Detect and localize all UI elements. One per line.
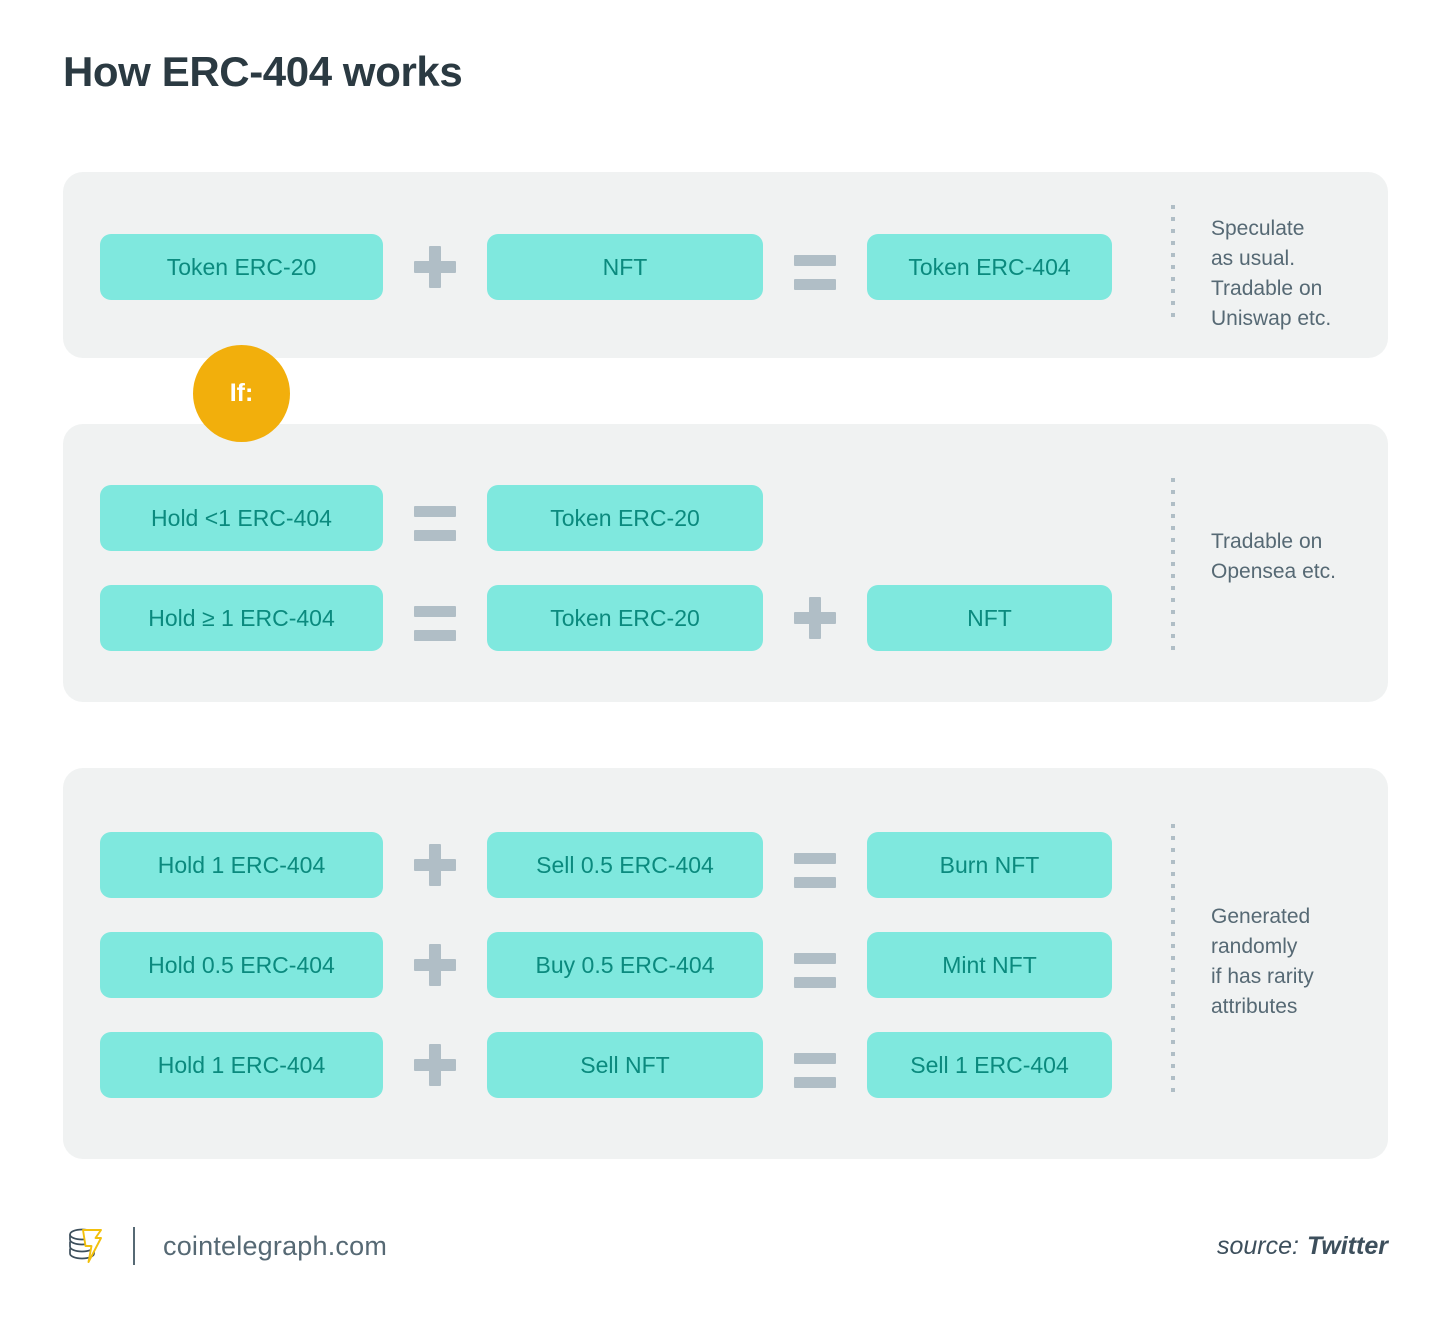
equals-icon [383,585,487,651]
pill-token-erc20[interactable]: Token ERC-20 [487,485,763,551]
equals-icon [763,1032,867,1098]
footer-site-label[interactable]: cointelegraph.com [163,1230,388,1261]
plus-icon [383,832,487,898]
equation-row: Hold 0.5 ERC-404 Buy 0.5 ERC-404 Mint NF… [100,932,1112,998]
pill-token-erc404[interactable]: Token ERC-404 [867,234,1112,300]
equals-icon [383,485,487,551]
pill-sell-1-erc404[interactable]: Sell 1 ERC-404 [867,1032,1112,1098]
plus-icon [383,234,487,300]
pill-hold-1-erc404[interactable]: Hold 1 ERC-404 [100,1032,383,1098]
panel-annotation: Generated randomly if has rarity attribu… [1211,905,1314,1018]
panel-holding-rules: Hold <1 ERC-404 Token ERC-20 Hold ≥ 1 ER… [63,424,1388,702]
cointelegraph-logo-icon [69,1228,102,1263]
pill-sell-half-erc404[interactable]: Sell 0.5 ERC-404 [487,832,763,898]
panel-basic-composition: Token ERC-20 NFT Token ERC-404 Speculate… [63,172,1388,358]
equation-row: Hold 1 ERC-404 Sell 0.5 ERC-404 Burn NFT [100,832,1112,898]
panel-trading-outcomes: Hold 1 ERC-404 Sell 0.5 ERC-404 Burn NFT… [63,768,1388,1159]
pill-buy-half-erc404[interactable]: Buy 0.5 ERC-404 [487,932,763,998]
footer-source-value: Twitter [1306,1231,1388,1260]
panel-divider [1171,478,1175,650]
panel-annotation: Tradable on Opensea etc. [1211,530,1336,583]
pill-token-erc20[interactable]: Token ERC-20 [487,585,763,651]
pill-mint-nft[interactable]: Mint NFT [867,932,1112,998]
panel-divider [1171,205,1175,325]
panel-divider [1171,824,1175,1092]
equation-row: Hold 1 ERC-404 Sell NFT Sell 1 ERC-404 [100,1032,1112,1098]
pill-nft[interactable]: NFT [867,585,1112,651]
pill-token-erc20[interactable]: Token ERC-20 [100,234,383,300]
page-title: How ERC-404 works [63,48,463,95]
plus-icon [763,585,867,651]
equation-row: Hold ≥ 1 ERC-404 Token ERC-20 NFT [100,585,1112,651]
pill-hold-half-erc404[interactable]: Hold 0.5 ERC-404 [100,932,383,998]
equals-icon [763,932,867,998]
pill-hold-1-erc404[interactable]: Hold 1 ERC-404 [100,832,383,898]
pill-burn-nft[interactable]: Burn NFT [867,832,1112,898]
footer: cointelegraph.com source: Twitter [63,1218,1388,1274]
equation-row: Hold <1 ERC-404 Token ERC-20 [100,485,763,551]
panel-annotation: Speculate as usual. Tradable on Uniswap … [1211,217,1332,330]
footer-separator [133,1227,135,1265]
plus-icon [383,1032,487,1098]
pill-hold-less-than-1[interactable]: Hold <1 ERC-404 [100,485,383,551]
equals-icon [763,234,867,300]
if-badge: If: [193,345,290,442]
equals-icon [763,832,867,898]
footer-source: source: Twitter [1217,1218,1388,1274]
equation-row: Token ERC-20 NFT Token ERC-404 [100,234,1112,300]
footer-source-label: source: [1216,1231,1299,1260]
if-badge-label: If: [229,379,254,407]
footer-brand[interactable]: cointelegraph.com [63,1218,387,1274]
plus-icon [383,932,487,998]
pill-sell-nft[interactable]: Sell NFT [487,1032,763,1098]
pill-hold-at-least-1[interactable]: Hold ≥ 1 ERC-404 [100,585,383,651]
pill-nft[interactable]: NFT [487,234,763,300]
